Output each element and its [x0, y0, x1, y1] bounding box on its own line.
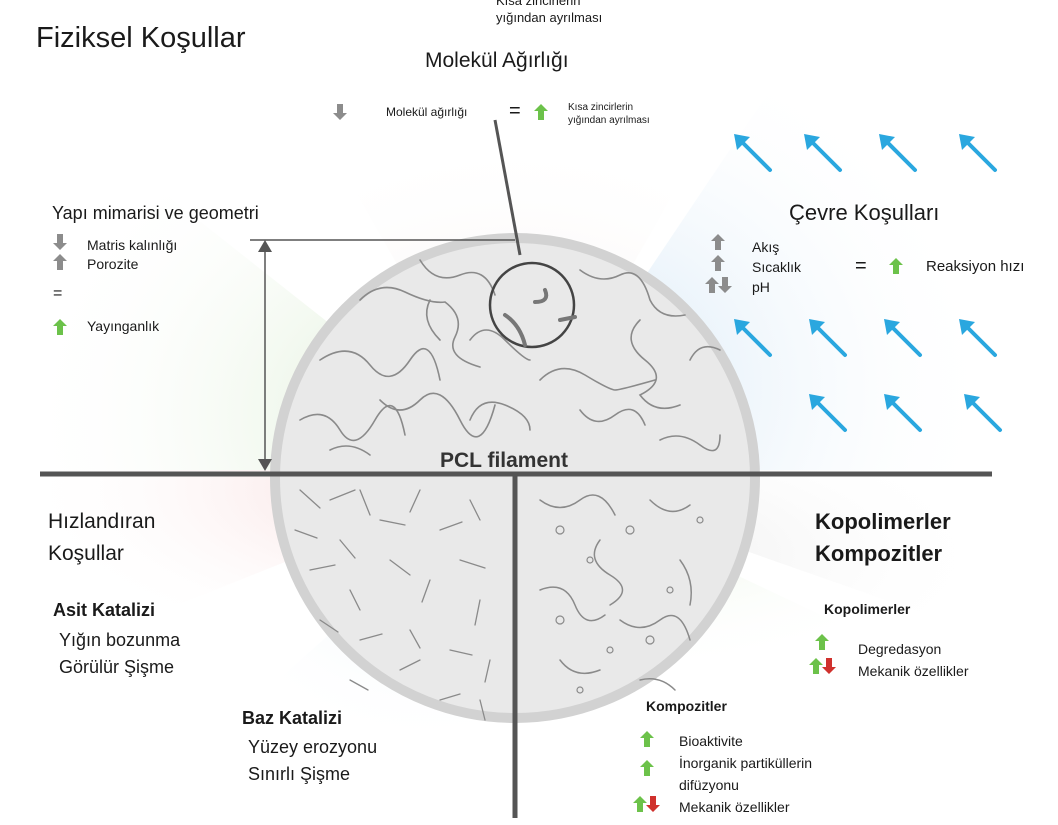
molecular-weight-up-arrow-icon — [534, 104, 548, 120]
flow-arrow-shaft — [813, 398, 847, 432]
pcl-filament-text: PCL filament — [440, 449, 568, 472]
comp-mech-down-arrow-icon — [646, 796, 660, 812]
diffusivity-up-arrow-icon — [53, 319, 67, 335]
molecular-weight-label: Molekül ağırlığı — [386, 105, 468, 119]
accelerating-heading-line2: Koşullar — [48, 542, 124, 565]
short-chain — [533, 288, 549, 304]
flow-arrow-head — [804, 134, 820, 150]
environment-equals: = — [855, 255, 867, 277]
acid-catalysis-details: Yığın bozunma Görülür Şişme — [59, 627, 180, 681]
copolymers-subtitle: Kopolimerler — [824, 601, 911, 617]
bioactivity-up-arrow-icon — [640, 731, 654, 747]
molecular-weight-result: Kısa zincirlerin yığından ayrılması — [568, 101, 650, 127]
polymer-chains — [299, 259, 721, 456]
flow-arrow-shaft — [963, 138, 997, 172]
composite-chains — [539, 494, 692, 691]
environment-item-temperature: Sıcaklık — [752, 259, 802, 275]
flow-arrow-shaft — [738, 138, 772, 172]
composites-title: Kompozitler — [646, 698, 727, 714]
magnifier-pointer — [493, 119, 522, 256]
short-chain — [503, 313, 527, 347]
flow-arrow-head — [734, 319, 750, 335]
composite-item-particles: İnorganik partiküllerin — [679, 755, 813, 771]
flow-arrow-shaft — [888, 398, 922, 432]
structure-equals: = — [53, 285, 63, 302]
environment-item-flow: Akış — [752, 239, 780, 255]
copolymer-item-degradation: Degredasyon — [858, 641, 942, 657]
copolymer-item-mechanical: Mekanik özellikler — [858, 663, 969, 679]
structure-heading: Yapı mimarisi ve geometri — [52, 203, 259, 223]
pcl-filament-label: PCL filament — [440, 449, 568, 473]
porosity-up-arrow-icon — [53, 254, 67, 270]
molecular-weight-down-arrow-icon — [333, 104, 347, 120]
flow-arrow-head — [959, 319, 975, 335]
accelerating-heading: Hızlandıran Koşullar — [48, 506, 155, 570]
ph-up-arrow-icon — [705, 277, 719, 293]
magnifier-circle — [488, 261, 576, 349]
flow-arrow-shaft — [808, 138, 842, 172]
structure-result: Yayınganlık — [87, 318, 160, 334]
flow-arrow-shaft — [888, 323, 922, 357]
acid-line2: Görülür Şişme — [59, 657, 175, 677]
ph-down-arrow-icon — [718, 277, 732, 293]
flow-arrow-shaft — [813, 323, 847, 357]
mech-down-arrow-icon — [822, 658, 836, 674]
flow-arrows — [734, 134, 1002, 432]
main-title: Fiziksel Koşullar — [36, 22, 246, 54]
top-note-line1: Kısa zincirlerin — [496, 0, 581, 8]
base-catalysis-details: Yüzey erozyonu Sınırlı Şişme — [248, 734, 377, 788]
flow-arrow-head — [959, 134, 975, 150]
base-line1: Yüzey erozyonu — [248, 737, 378, 757]
flow-up-arrow-icon — [711, 234, 725, 250]
composite-item-bioactivity: Bioaktivite — [679, 733, 743, 749]
fragmented-chains — [294, 489, 491, 721]
flow-arrow-head — [964, 394, 980, 410]
top-note: Kısa zincirlerin yığından ayrılması — [496, 0, 602, 26]
comp-mech-up-arrow-icon — [633, 796, 647, 812]
composite-item-diffusion: difüzyonu — [679, 777, 739, 793]
structure-item-porosity: Porozite — [87, 256, 139, 272]
molecular-weight-heading: Molekül Ağırlığı — [425, 49, 569, 72]
acid-catalysis-title: Asit Katalizi — [53, 600, 156, 620]
flow-arrow-head — [734, 134, 750, 150]
flow-arrow-shaft — [963, 323, 997, 357]
base-line2: Sınırlı Şişme — [248, 764, 351, 784]
temperature-up-arrow-icon — [711, 255, 725, 271]
environment-heading: Çevre Koşulları — [789, 200, 940, 225]
flow-arrow-head — [884, 394, 900, 410]
top-note-line2: yığından ayrılması — [496, 10, 603, 25]
flow-arrow-shaft — [738, 323, 772, 357]
flow-arrow-head — [879, 134, 895, 150]
mw-result-line1: Kısa zincirlerin — [568, 102, 634, 113]
flow-arrow-shaft — [968, 398, 1002, 432]
flow-arrow-shaft — [883, 138, 917, 172]
dimension-arrowhead-up — [258, 240, 272, 252]
thickness-down-arrow-icon — [53, 234, 67, 250]
flow-arrow-head — [809, 319, 825, 335]
acid-line1: Yığın bozunma — [59, 630, 181, 650]
flow-arrow-head — [884, 319, 900, 335]
molecular-weight-equals: = — [509, 100, 521, 122]
mw-result-line2: yığından ayrılması — [568, 115, 650, 126]
reaction-rate-up-arrow-icon — [889, 258, 903, 274]
structure-item-thickness: Matris kalınlığı — [87, 237, 178, 253]
copolymers-heading-line1: Kopolimerler — [815, 509, 951, 534]
mech-up-arrow-icon — [809, 658, 823, 674]
environment-item-ph: pH — [752, 279, 770, 295]
copolymers-heading-line2: Kompozitler — [815, 541, 943, 566]
flow-arrow-head — [809, 394, 825, 410]
composite-particles — [555, 516, 704, 694]
accelerating-heading-line1: Hızlandıran — [48, 510, 156, 533]
short-chain — [558, 315, 577, 322]
dimension-arrowhead-down — [258, 459, 272, 471]
copolymers-heading: Kopolimerler Kompozitler — [815, 506, 951, 570]
composite-item-mechanical: Mekanik özellikler — [679, 799, 790, 815]
environment-result: Reaksiyon hızı — [926, 258, 1025, 275]
base-catalysis-title: Baz Katalizi — [242, 708, 343, 728]
diffusion-up-arrow-icon — [640, 760, 654, 776]
degradation-up-arrow-icon — [815, 634, 829, 650]
